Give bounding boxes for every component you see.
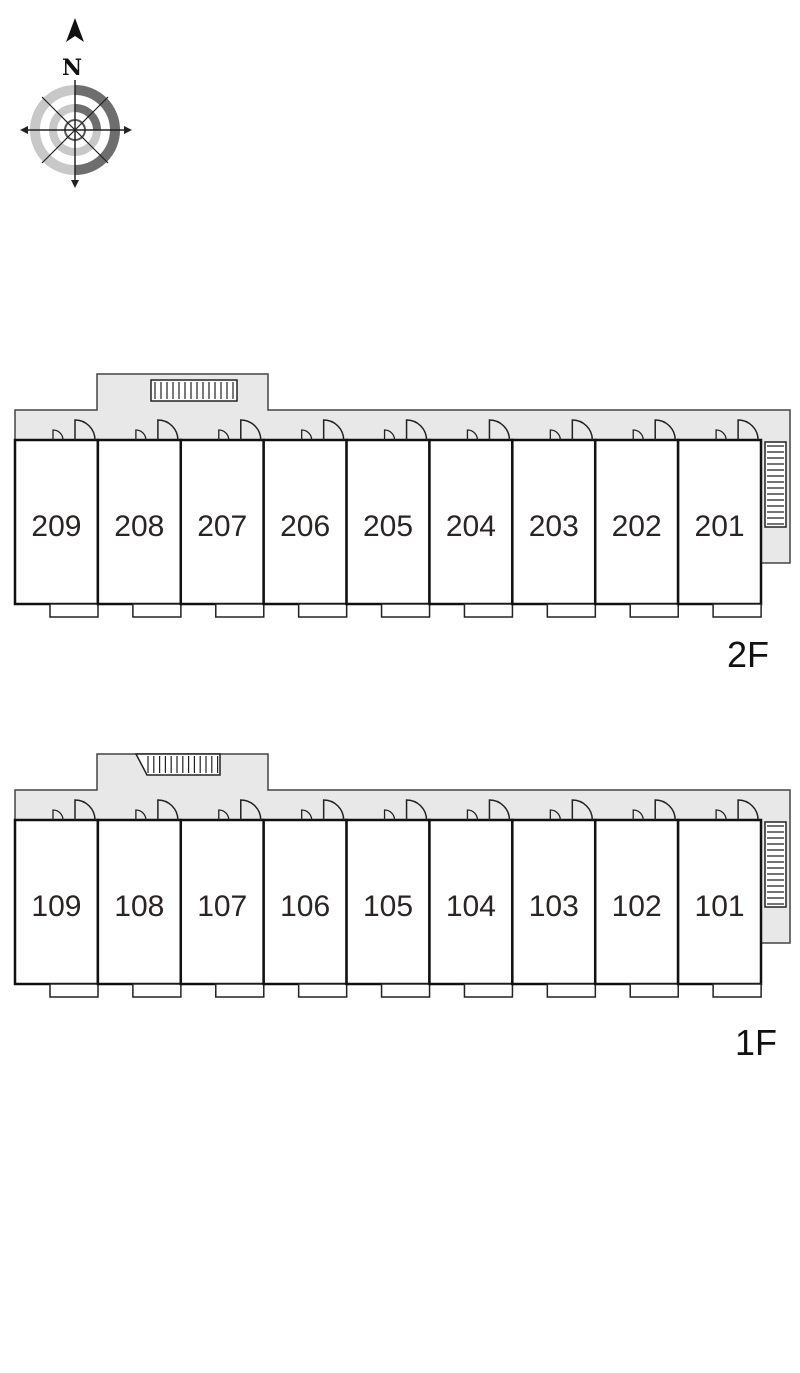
unit-203: 203 <box>511 419 597 618</box>
balcony <box>463 603 514 618</box>
north-label: N <box>62 55 82 81</box>
door-icon <box>632 799 676 821</box>
balcony <box>215 983 265 998</box>
door-icon <box>218 419 262 441</box>
door-icon <box>632 419 676 441</box>
unit-number: 109 <box>31 890 81 923</box>
compass-icon <box>20 18 132 188</box>
unit-204: 204 <box>428 419 514 618</box>
balcony <box>712 983 762 998</box>
unit-108: 108 <box>96 799 183 998</box>
balcony <box>297 603 348 618</box>
unit-number: 104 <box>446 890 496 923</box>
door-icon <box>383 799 428 821</box>
balcony <box>380 603 431 618</box>
balcony <box>463 983 514 998</box>
door-icon <box>549 419 594 441</box>
unit-number: 206 <box>280 510 330 543</box>
unit-107: 107 <box>179 799 265 998</box>
balcony <box>132 603 182 618</box>
unit-number: 106 <box>280 890 330 923</box>
door-icon <box>301 419 345 441</box>
balcony <box>629 603 679 618</box>
unit-number: 102 <box>612 890 662 923</box>
balcony <box>546 603 597 618</box>
door-icon <box>549 799 594 821</box>
balcony <box>297 983 348 998</box>
unit-number: 105 <box>363 890 413 923</box>
balcony <box>546 983 597 998</box>
balcony <box>132 983 182 998</box>
balcony <box>629 983 679 998</box>
door-icon <box>135 419 179 441</box>
unit-103: 103 <box>511 799 597 998</box>
balcony <box>49 603 99 618</box>
unit-104: 104 <box>428 799 514 998</box>
floor-label-1f: 1F <box>735 1022 777 1063</box>
unit-205: 205 <box>345 419 431 618</box>
unit-106: 106 <box>262 799 348 998</box>
unit-number: 207 <box>197 510 247 543</box>
door-icon <box>52 419 96 441</box>
door-icon <box>383 419 428 441</box>
unit-number: 202 <box>612 510 662 543</box>
unit-number: 107 <box>197 890 247 923</box>
unit-number: 108 <box>114 890 164 923</box>
door-icon <box>715 419 759 441</box>
floor-1f-plan: 109 108 107 106 105 104 103 102 101 <box>13 753 791 998</box>
unit-102: 102 <box>593 799 680 998</box>
unit-207: 207 <box>179 419 265 618</box>
unit-number: 205 <box>363 510 413 543</box>
floor-label-2f: 2F <box>727 634 769 675</box>
unit-number: 208 <box>114 510 164 543</box>
door-icon <box>135 799 179 821</box>
unit-105: 105 <box>345 799 431 998</box>
unit-109: 109 <box>13 799 100 998</box>
side-staircase <box>764 441 787 528</box>
door-icon <box>52 799 96 821</box>
door-icon <box>715 799 759 821</box>
door-icon <box>301 799 345 821</box>
unit-209: 209 <box>13 419 100 618</box>
unit-101: 101 <box>676 799 763 998</box>
unit-201: 201 <box>676 419 763 618</box>
unit-number: 103 <box>529 890 579 923</box>
door-icon <box>218 799 262 821</box>
top-staircase <box>134 753 221 776</box>
unit-number: 204 <box>446 510 496 543</box>
unit-number: 203 <box>529 510 579 543</box>
balcony <box>712 603 762 618</box>
unit-number: 201 <box>695 510 745 543</box>
top-staircase <box>150 379 238 402</box>
unit-208: 208 <box>96 419 183 618</box>
unit-206: 206 <box>262 419 348 618</box>
floor-2f-plan: 209 208 207 206 205 204 203 202 201 <box>13 373 791 618</box>
balcony <box>380 983 431 998</box>
side-staircase <box>764 821 787 908</box>
door-icon <box>466 799 511 821</box>
unit-202: 202 <box>593 419 680 618</box>
unit-number: 101 <box>695 890 745 923</box>
balcony <box>215 603 265 618</box>
door-icon <box>466 419 511 441</box>
unit-number: 209 <box>31 510 81 543</box>
balcony <box>49 983 99 998</box>
